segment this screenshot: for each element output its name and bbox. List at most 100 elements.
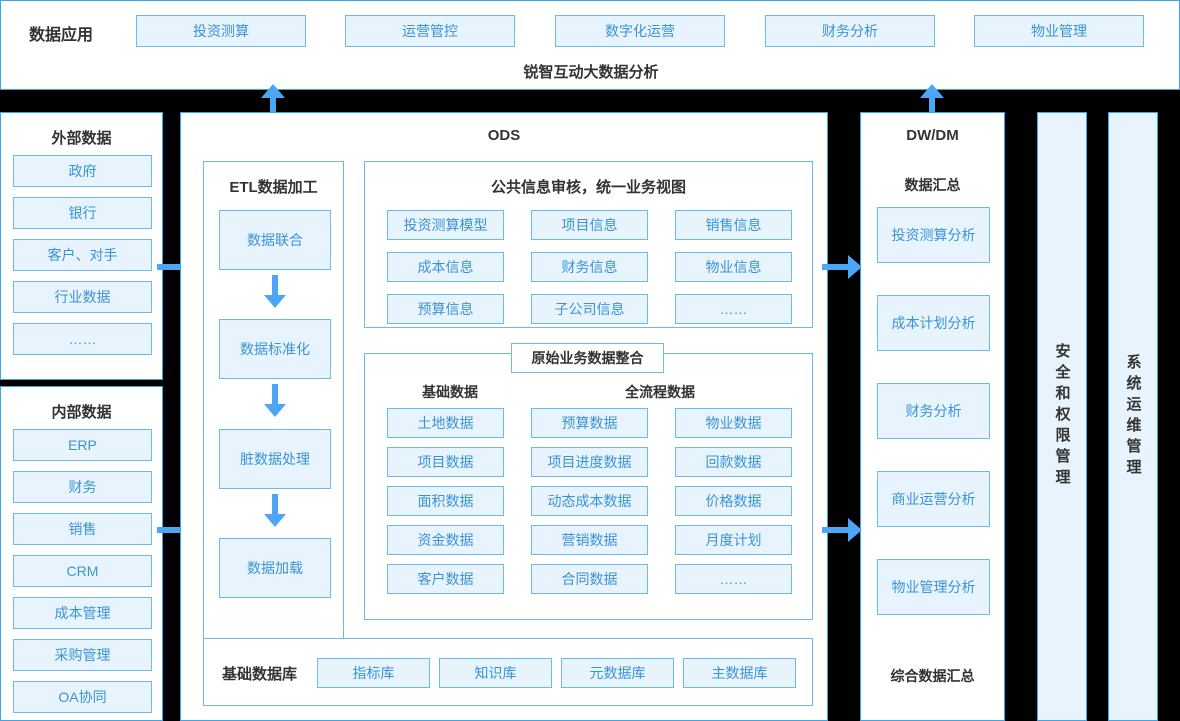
security-panel: 安全和权限管理 [1037, 112, 1087, 721]
brand-title: 锐智互动大数据分析 [523, 64, 659, 81]
public-item-5[interactable]: 物业信息 [675, 252, 792, 282]
external-item-1-label: 银行 [68, 205, 97, 221]
public-item-0-label: 投资测算模型 [403, 217, 488, 233]
public-item-3[interactable]: 成本信息 [387, 252, 504, 282]
app-chip-4[interactable]: 物业管理 [974, 15, 1144, 47]
raw-full2-item-0[interactable]: 物业数据 [675, 408, 792, 438]
internal-item-2[interactable]: 销售 [13, 513, 152, 545]
etl-step-3[interactable]: 数据加载 [219, 538, 331, 598]
arrow-head [264, 404, 286, 417]
public-item-5-label: 物业信息 [705, 259, 762, 275]
arrow-up-ods-to-apps [261, 84, 285, 112]
raw-full2-item-1[interactable]: 回款数据 [675, 447, 792, 477]
public-item-2[interactable]: 销售信息 [675, 210, 792, 240]
arrow-ods-to-dwdm-bottom [822, 518, 862, 542]
raw-full2-item-3[interactable]: 月度计划 [675, 525, 792, 555]
public-item-0[interactable]: 投资测算模型 [387, 210, 504, 240]
internal-item-1-label: 财务 [68, 479, 97, 495]
arrow-head [261, 84, 285, 98]
external-item-4[interactable]: …… [13, 323, 152, 355]
raw-basic-item-2[interactable]: 面积数据 [387, 486, 504, 516]
dwdm-item-3[interactable]: 商业运营分析 [877, 471, 990, 527]
dwdm-footer: 综合数据汇总 [890, 668, 975, 684]
internal-item-3[interactable]: CRM [13, 555, 152, 587]
raw-full-item-1[interactable]: 项目进度数据 [531, 447, 648, 477]
arrow-shaft [822, 264, 848, 270]
raw-full2-item-4[interactable]: …… [675, 564, 792, 594]
dwdm-item-4[interactable]: 物业管理分析 [877, 559, 990, 615]
raw-integration-panel: 基础数据 全流程数据 土地数据 项目数据 面积数据 资金数据 客户数据 预算数据… [364, 353, 813, 620]
raw-basic-item-1[interactable]: 项目数据 [387, 447, 504, 477]
raw-full-item-4[interactable]: 合同数据 [531, 564, 648, 594]
external-item-3[interactable]: 行业数据 [13, 281, 152, 313]
internal-item-6[interactable]: OA协同 [13, 681, 152, 713]
raw-full-item-2-label: 动态成本数据 [547, 493, 632, 509]
etl-step-2[interactable]: 脏数据处理 [219, 429, 331, 489]
app-chip-1-label: 运营管控 [402, 23, 458, 39]
data-application-label: 数据应用 [29, 27, 94, 44]
app-chip-0[interactable]: 投资测算 [136, 15, 306, 47]
basicdb-item-1[interactable]: 知识库 [439, 658, 552, 688]
raw-full2-item-2[interactable]: 价格数据 [675, 486, 792, 516]
external-item-2-label: 客户、对手 [47, 247, 118, 263]
internal-item-0[interactable]: ERP [13, 429, 152, 461]
dwdm-item-2-label: 财务分析 [905, 403, 962, 419]
dwdm-item-1[interactable]: 成本计划分析 [877, 295, 990, 351]
arrow-shaft [272, 494, 278, 516]
external-item-1[interactable]: 银行 [13, 197, 152, 229]
raw-basic-item-0-label: 土地数据 [417, 415, 474, 431]
public-item-6[interactable]: 预算信息 [387, 294, 504, 324]
internal-item-4[interactable]: 成本管理 [13, 597, 152, 629]
etl-title: ETL数据加工 [229, 179, 318, 196]
dwdm-subtitle: 数据汇总 [904, 177, 961, 193]
arrow-shaft [157, 264, 183, 270]
basicdb-item-2[interactable]: 元数据库 [561, 658, 674, 688]
arrow-shaft [929, 94, 935, 112]
external-item-2[interactable]: 客户、对手 [13, 239, 152, 271]
public-item-1[interactable]: 项目信息 [531, 210, 648, 240]
etl-step-1[interactable]: 数据标准化 [219, 319, 331, 379]
raw-full-item-3[interactable]: 营销数据 [531, 525, 648, 555]
etl-step-1-label: 数据标准化 [240, 341, 310, 357]
basicdb-item-0[interactable]: 指标库 [317, 658, 430, 688]
raw-basic-item-3[interactable]: 资金数据 [387, 525, 504, 555]
raw-basic-item-1-label: 项目数据 [417, 454, 474, 470]
ops-panel: 系统运维管理 [1108, 112, 1158, 721]
app-chip-4-label: 物业管理 [1031, 23, 1087, 39]
public-item-6-label: 预算信息 [417, 301, 474, 317]
arrow-shaft [822, 527, 848, 533]
public-item-7[interactable]: 子公司信息 [531, 294, 648, 324]
app-chip-2[interactable]: 数字化运营 [555, 15, 725, 47]
raw-full-item-2[interactable]: 动态成本数据 [531, 486, 648, 516]
raw-full2-item-0-label: 物业数据 [705, 415, 762, 431]
internal-item-5[interactable]: 采购管理 [13, 639, 152, 671]
arrow-up-dwdm-to-apps [920, 84, 944, 112]
basicdb-item-3[interactable]: 主数据库 [683, 658, 796, 688]
public-item-4-label: 财务信息 [561, 259, 618, 275]
ods-title: ODS [487, 127, 521, 144]
raw-basic-item-4[interactable]: 客户数据 [387, 564, 504, 594]
dwdm-item-0[interactable]: 投资测算分析 [877, 207, 990, 263]
raw-full-item-0-label: 预算数据 [561, 415, 618, 431]
internal-item-1[interactable]: 财务 [13, 471, 152, 503]
raw-full-item-1-label: 项目进度数据 [547, 454, 632, 470]
etl-step-0[interactable]: 数据联合 [219, 210, 331, 270]
public-info-panel: 公共信息审核，统一业务视图 投资测算模型 项目信息 销售信息 成本信息 财务信息… [364, 161, 813, 328]
dwdm-item-4-label: 物业管理分析 [891, 579, 976, 595]
app-chip-3-label: 财务分析 [822, 23, 878, 39]
app-chip-3[interactable]: 财务分析 [765, 15, 935, 47]
arrow-shaft [272, 275, 278, 297]
public-item-3-label: 成本信息 [417, 259, 474, 275]
dwdm-title: DW/DM [906, 127, 959, 144]
arrow-shaft [270, 94, 276, 112]
raw-full-title: 全流程数据 [625, 384, 695, 400]
internal-item-5-label: 采购管理 [54, 647, 111, 663]
public-item-8[interactable]: …… [675, 294, 792, 324]
public-item-4[interactable]: 财务信息 [531, 252, 648, 282]
external-item-0[interactable]: 政府 [13, 155, 152, 187]
raw-basic-item-0[interactable]: 土地数据 [387, 408, 504, 438]
raw-full-item-0[interactable]: 预算数据 [531, 408, 648, 438]
dwdm-item-2[interactable]: 财务分析 [877, 383, 990, 439]
app-chip-1[interactable]: 运营管控 [345, 15, 515, 47]
